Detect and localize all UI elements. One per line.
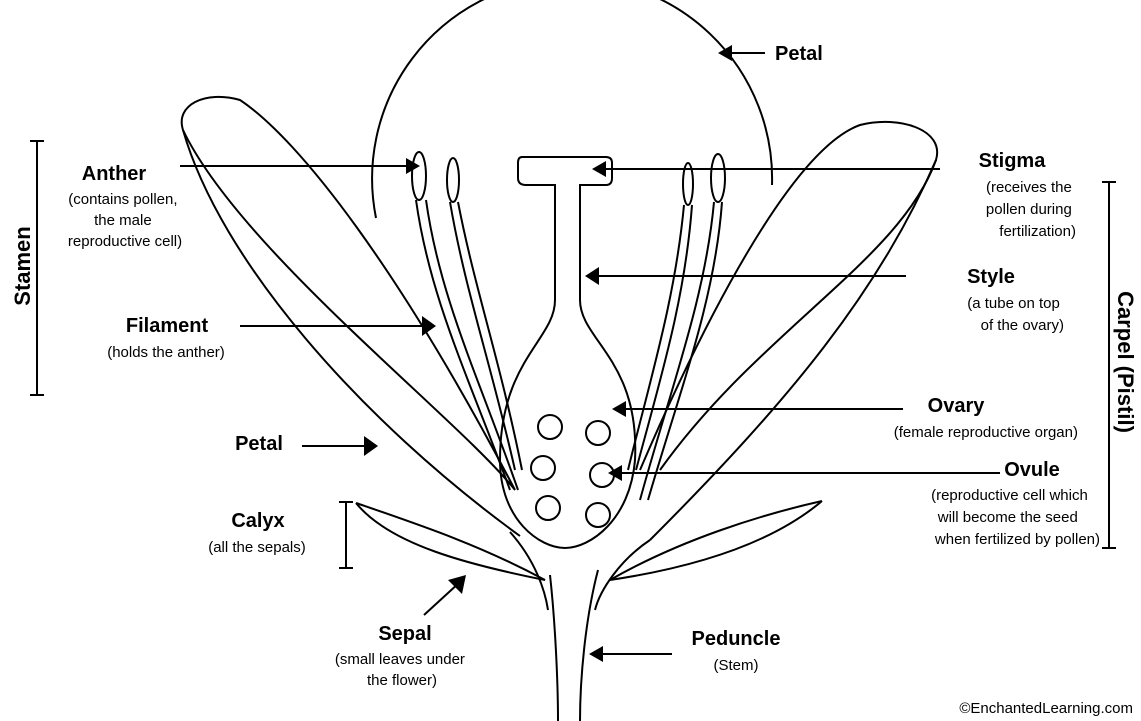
sepal-description-line: the flower)	[367, 672, 437, 689]
stigma-arrowhead	[592, 161, 606, 177]
stamen-group-label: Stamen	[10, 226, 35, 305]
stigma-description-line: pollen during	[986, 201, 1072, 218]
filament-shape	[640, 202, 714, 500]
peduncle-shape	[550, 575, 558, 721]
peduncle-shape-right	[580, 570, 598, 721]
pointer-arrows	[180, 45, 1000, 662]
stigma-description: (receives the pollen during fertilizatio…	[986, 179, 1076, 240]
filament-shape	[648, 202, 722, 500]
ovule-circle	[531, 456, 555, 480]
filament-shape	[636, 205, 692, 470]
ovule-description-line: when fertilized by pollen)	[934, 531, 1100, 548]
ovule-circle	[536, 496, 560, 520]
anther-label: Anther	[82, 163, 147, 185]
calyx-bracket	[339, 502, 353, 568]
left-petal-shape	[182, 97, 515, 490]
ovule-label: Ovule	[1004, 459, 1060, 481]
ovule-circle	[538, 415, 562, 439]
style-description-line: (a tube on top	[967, 295, 1060, 312]
ovule-circle	[586, 421, 610, 445]
sepal-description: (small leaves under the flower)	[335, 651, 469, 689]
ovule-circle	[590, 463, 614, 487]
pistil-shape	[500, 157, 635, 548]
petal-left-label: Petal	[235, 433, 283, 455]
ovary-label: Ovary	[928, 395, 986, 417]
petal-top-label: Petal	[775, 43, 823, 65]
stigma-label: Stigma	[979, 150, 1047, 172]
ovary-arrowhead	[612, 401, 626, 417]
peduncle-label: Peduncle	[692, 628, 781, 650]
petal-left-arrowhead	[364, 436, 378, 456]
left-petal-lower-edge	[183, 130, 520, 536]
ovule-description: (reproductive cell which will become the…	[931, 487, 1100, 548]
filament-shape	[458, 202, 522, 470]
copyright-credit: ©EnchantedLearning.com	[959, 700, 1133, 717]
calyx-description: (all the sepals)	[208, 539, 306, 556]
ovule-description-line: will become the seed	[937, 509, 1078, 526]
style-arrowhead	[585, 267, 599, 285]
anther-shape	[711, 154, 725, 202]
peduncle-description: (Stem)	[714, 657, 759, 674]
sepal-label: Sepal	[378, 623, 431, 645]
anther-description-line: (contains pollen,	[68, 191, 177, 208]
flower-illustration	[182, 0, 937, 721]
anther-description-line: reproductive cell)	[68, 233, 182, 250]
stigma-description-line: fertilization)	[999, 223, 1076, 240]
filament-shape	[416, 200, 510, 490]
filament-shape	[628, 205, 684, 470]
petal-top-arrowhead	[718, 45, 732, 61]
style-description-line: of the ovary)	[981, 317, 1064, 334]
anther-description: (contains pollen, the male reproductive …	[68, 191, 182, 250]
stigma-description-line: (receives the	[986, 179, 1072, 196]
style-description: (a tube on top of the ovary)	[967, 295, 1064, 334]
filament-arrowhead	[422, 316, 436, 336]
carpel-group-label: Carpel (Pistil)	[1113, 291, 1138, 433]
sepal-pointer-line	[424, 582, 460, 615]
calyx-label: Calyx	[231, 510, 284, 532]
anther-description-line: the male	[94, 212, 152, 229]
anther-shape	[447, 158, 459, 202]
filament-description: (holds the anther)	[107, 344, 225, 361]
style-label: Style	[967, 266, 1015, 288]
peduncle-arrowhead	[589, 646, 603, 662]
ovule-description-line: (reproductive cell which	[931, 487, 1088, 504]
ovule-circle	[586, 503, 610, 527]
filament-shape	[426, 200, 518, 490]
ovary-description: (female reproductive organ)	[894, 424, 1078, 441]
anther-shape	[412, 152, 426, 200]
right-sepal-shape	[610, 501, 822, 580]
filament-label: Filament	[126, 315, 209, 337]
sepal-description-line: (small leaves under	[335, 651, 465, 668]
